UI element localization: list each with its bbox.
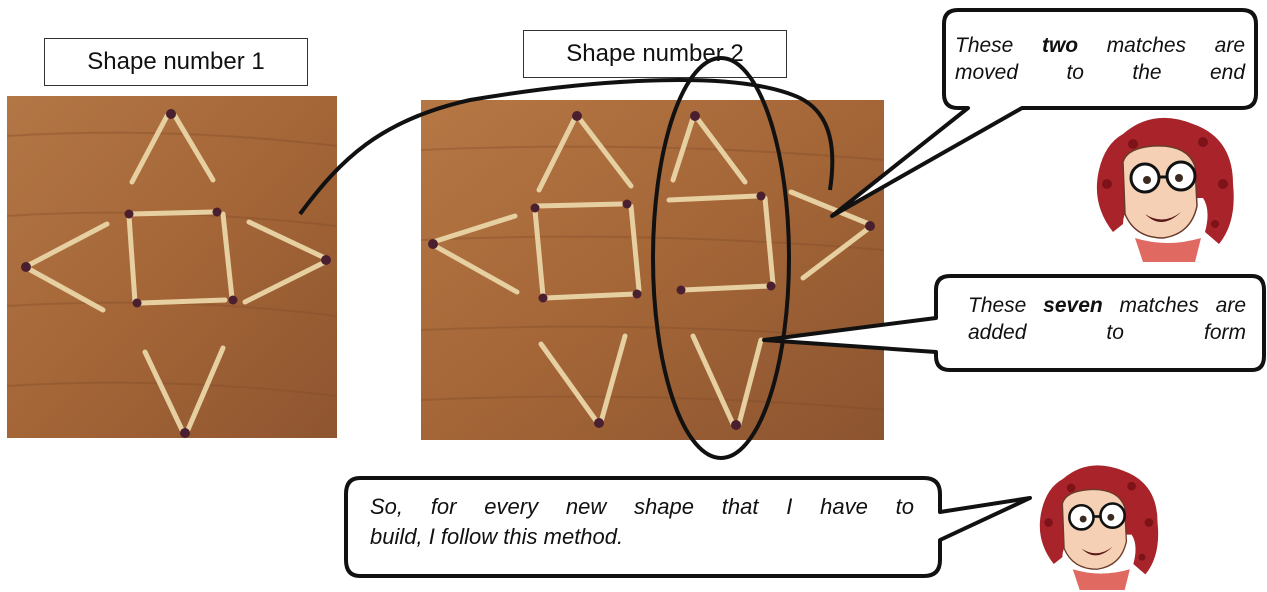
shape-2-photo — [421, 100, 884, 440]
shape-1-photo — [7, 96, 337, 438]
shape-1-label: Shape number 1 — [44, 38, 308, 86]
bubble-moved-text: These two matches are moved to the end — [955, 34, 1245, 84]
bubble-added-text: These seven matches are added to form — [968, 294, 1246, 344]
cartoon-girl-icon — [1039, 465, 1159, 590]
shape-1-matches — [21, 109, 331, 438]
cartoon-girl-icon — [1096, 117, 1234, 262]
shape-2-label: Shape number 2 — [523, 30, 787, 78]
